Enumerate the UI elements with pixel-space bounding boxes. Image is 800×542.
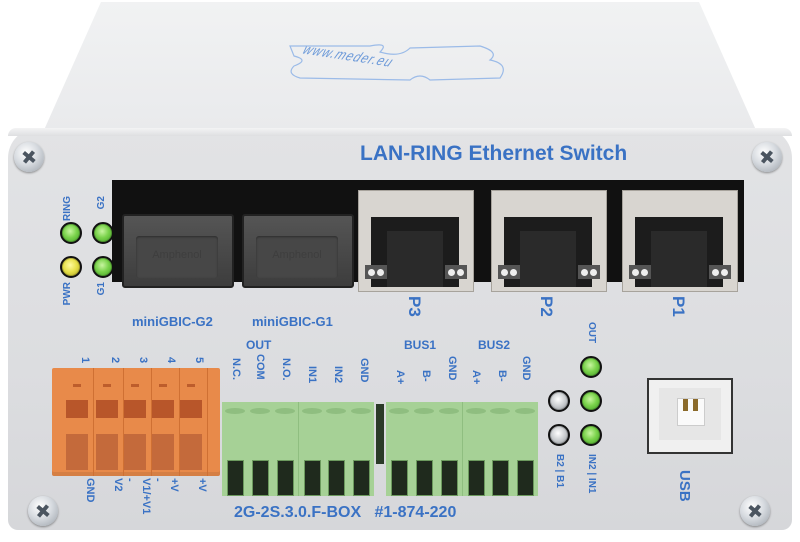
- part-number: #1-874-220: [374, 504, 457, 521]
- bus-pin-label: GND: [520, 356, 532, 381]
- terminal-number: 2: [109, 356, 122, 364]
- bus-pin-label: B-: [420, 370, 432, 382]
- bus-pin-label: A+: [470, 370, 482, 385]
- bus-pin-label: GND: [446, 356, 458, 381]
- in2-led: [580, 390, 602, 412]
- sfp-port-g1[interactable]: Amphenol: [242, 214, 354, 288]
- terminal-number: 4: [165, 356, 178, 364]
- port-label-p1: P1: [669, 296, 688, 317]
- activity-led-icon: [578, 265, 600, 279]
- link-led-icon: [365, 265, 387, 279]
- g1-led: [92, 256, 114, 278]
- screw-bottom-left-icon: [28, 496, 58, 526]
- port-label-p3: P3: [405, 296, 424, 317]
- usb-label: USB: [676, 470, 693, 502]
- in-led-label: IN2 | IN1: [586, 454, 597, 494]
- terminal-divider: [376, 404, 384, 464]
- io-pin-label: GND: [358, 358, 370, 383]
- bus2-group-label: BUS2: [478, 338, 511, 352]
- ethernet-port-p1[interactable]: [622, 190, 738, 292]
- activity-led-icon: [709, 265, 731, 279]
- out-led-label: OUT: [586, 322, 597, 344]
- io-pin-label: N.C.: [230, 358, 242, 380]
- pwr-led: [60, 256, 82, 278]
- sfp-port-g2[interactable]: Amphenol: [122, 214, 234, 288]
- power-pin-label: -V1/+V1: [140, 478, 164, 515]
- io-pin-label: N.O.: [280, 358, 292, 381]
- sfp-brand: Amphenol: [152, 249, 202, 261]
- port-label-p2: P2: [537, 296, 556, 317]
- bus-pin-label: A+: [394, 370, 406, 385]
- io-pin-label: COM: [254, 354, 266, 380]
- bus-pin-label: B-: [496, 370, 508, 382]
- screw-top-left-icon: [14, 142, 44, 172]
- enclosure-top: [44, 2, 756, 130]
- b1-led: [548, 424, 570, 446]
- led-label-pwr: PWR: [62, 282, 73, 306]
- screw-bottom-right-icon: [740, 496, 770, 526]
- terminal-number: 1: [79, 356, 92, 364]
- device-title: LAN-RING Ethernet Switch: [360, 142, 628, 165]
- ethernet-port-p3[interactable]: [358, 190, 474, 292]
- model-label: 2G-2S.3.0.F-BOX #1-874-220: [234, 504, 456, 522]
- bus-led-label: B2 | B1: [554, 454, 565, 488]
- ethernet-port-p2[interactable]: [491, 190, 607, 292]
- activity-led-icon: [445, 265, 467, 279]
- link-led-icon: [629, 265, 651, 279]
- g2-led: [92, 222, 114, 244]
- front-panel-edge: [8, 128, 792, 136]
- in1-led: [580, 424, 602, 446]
- io-pin-label: IN2: [332, 366, 344, 384]
- terminal-number: 5: [193, 356, 206, 364]
- model-number: 2G-2S.3.0.F-BOX: [234, 504, 362, 521]
- power-terminal-block[interactable]: [52, 368, 220, 476]
- power-pin-label: +V2: [168, 478, 180, 492]
- sfp-label-g1: miniGBIC-G1: [252, 314, 333, 329]
- usb-port[interactable]: [647, 378, 733, 454]
- bus1-group-label: BUS1: [404, 338, 437, 352]
- bus-terminal-block[interactable]: [386, 402, 538, 496]
- b2-led: [548, 390, 570, 412]
- led-label-g1: G1: [96, 282, 107, 296]
- puzzle-logo-icon: [289, 44, 504, 81]
- power-pin-label: GND: [84, 478, 96, 503]
- out-group-label: OUT: [246, 338, 272, 352]
- io-terminal-block[interactable]: [222, 402, 374, 496]
- power-pin-label: +V1: [196, 478, 208, 492]
- sfp-brand: Amphenol: [272, 249, 322, 261]
- led-label-g2: G2: [96, 196, 107, 210]
- power-pin-label: -V2: [112, 478, 136, 492]
- screw-top-right-icon: [752, 142, 782, 172]
- io-pin-label: IN1: [306, 366, 318, 384]
- out-led: [580, 356, 602, 378]
- terminal-number: 3: [137, 356, 150, 364]
- ring-led: [60, 222, 82, 244]
- led-label-ring: RING: [62, 196, 73, 221]
- link-led-icon: [498, 265, 520, 279]
- sfp-label-g2: miniGBIC-G2: [132, 314, 213, 329]
